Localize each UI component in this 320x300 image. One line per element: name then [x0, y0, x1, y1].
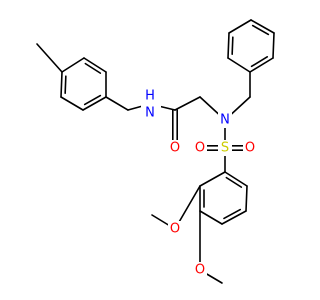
structure-drawing: H N O N S O O O O	[36, 19, 275, 284]
bond-r1-r2	[224, 171, 248, 187]
bond-b3-b4-inner	[251, 24, 270, 36]
amide-h-label: H	[145, 89, 155, 104]
atom-label-layer: H N O N S O O O O	[141, 89, 257, 278]
bond-t1-t2-inner	[64, 75, 67, 94]
bond-t5-t6-inner	[84, 62, 102, 74]
methoxy-o-lower-label: O	[195, 263, 205, 278]
sulfonyl-oxygen-left-atom: O	[193, 140, 207, 156]
methoxy-oxygen-lower-atom: O	[193, 262, 207, 278]
bond-r6-r1	[199, 171, 226, 187]
bond-r2-r3	[245, 185, 248, 212]
bond-b3-b4	[250, 19, 275, 34]
bond-b5-b6-inner	[231, 36, 234, 55]
bond-layer	[36, 19, 275, 284]
bond-t5-t6	[83, 57, 107, 73]
bond-b2-b3	[272, 32, 275, 59]
bond-t4-ch2a	[105, 96, 129, 111]
bond-r3-r4-inner	[223, 208, 242, 220]
sulfonamide-nitrogen-atom: N	[218, 112, 232, 128]
sulfur-atom: S	[218, 140, 232, 156]
bond-t3-t4-inner	[83, 94, 102, 106]
bond-me-t1	[36, 43, 63, 73]
bond-t3-t4	[82, 96, 107, 111]
bond-t1-t2	[60, 71, 63, 98]
carbonyl-oxygen-atom: O	[168, 140, 182, 156]
amide-nh-atom: H N	[141, 89, 161, 121]
bond-r1-r2-inner	[225, 176, 243, 188]
sulfonyl-oxygen-right-atom: O	[243, 140, 257, 156]
sulfonamide-n-label: N	[220, 113, 230, 128]
sulfonyl-o-left-label: O	[195, 141, 205, 156]
methoxy-oxygen-upper-atom: O	[168, 221, 182, 237]
methoxy-o-upper-label: O	[170, 222, 180, 237]
bond-b1-b2-inner	[250, 56, 269, 68]
bond-r3-r4	[221, 210, 247, 225]
bond-co-ch2b	[174, 96, 201, 111]
molecule-canvas: H N O N S O O O O	[36, 19, 275, 284]
amide-n-label: N	[145, 106, 155, 121]
carbonyl-o-label: O	[170, 141, 180, 156]
sulfur-label: S	[221, 141, 229, 156]
bond-t6-t1	[61, 57, 85, 73]
bond-b6-b1	[227, 57, 251, 73]
bond-b1-b2	[249, 57, 274, 73]
bond-b4-b5	[228, 19, 252, 34]
bond-r4-r5	[199, 210, 223, 225]
bond-t2-t3	[60, 96, 84, 111]
bond-b5-b6	[227, 32, 230, 59]
sulfonyl-o-right-label: O	[245, 141, 255, 156]
